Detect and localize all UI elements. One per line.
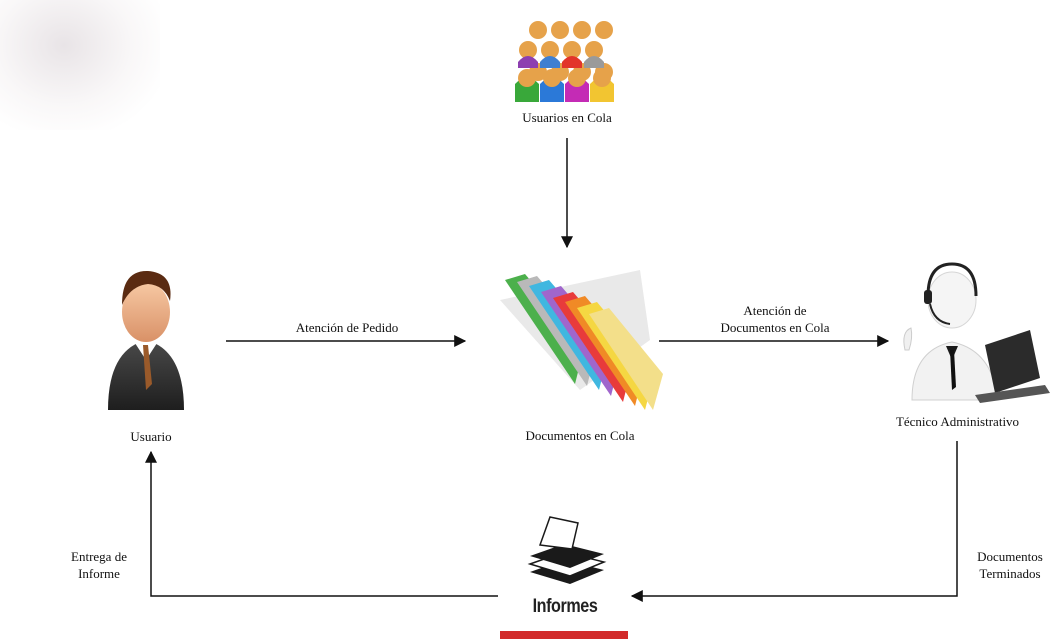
reports-accent-bar bbox=[500, 631, 628, 639]
technician-icon bbox=[903, 262, 1050, 403]
user-icon bbox=[108, 270, 184, 410]
users-queue-icon bbox=[515, 21, 614, 102]
technician-label: Técnico Administrativo bbox=[895, 414, 1020, 429]
finished-docs-label-line1: Documentos bbox=[977, 549, 1043, 564]
user-label: Usuario bbox=[130, 429, 172, 444]
reports-label: Informes bbox=[532, 596, 598, 617]
documents-label: Documentos en Cola bbox=[525, 428, 635, 443]
finished-docs-label-line2: Terminados bbox=[979, 566, 1041, 581]
reports-icon bbox=[527, 516, 607, 584]
queue-attention-label-line1: Atención de bbox=[743, 303, 807, 318]
queue-users-label: Usuarios en Cola bbox=[522, 110, 612, 125]
report-delivery-label-line2: Informe bbox=[78, 566, 120, 581]
arrow-reports-to-user bbox=[145, 450, 498, 597]
arrow-technician-to-reports bbox=[630, 441, 958, 602]
report-delivery-label-line1: Entrega de bbox=[71, 549, 127, 564]
documents-folders-icon bbox=[500, 270, 663, 410]
blurred-logo-background bbox=[0, 0, 160, 130]
queue-attention-label-line2: Documentos en Cola bbox=[720, 320, 830, 335]
order-attention-label: Atención de Pedido bbox=[295, 320, 399, 335]
